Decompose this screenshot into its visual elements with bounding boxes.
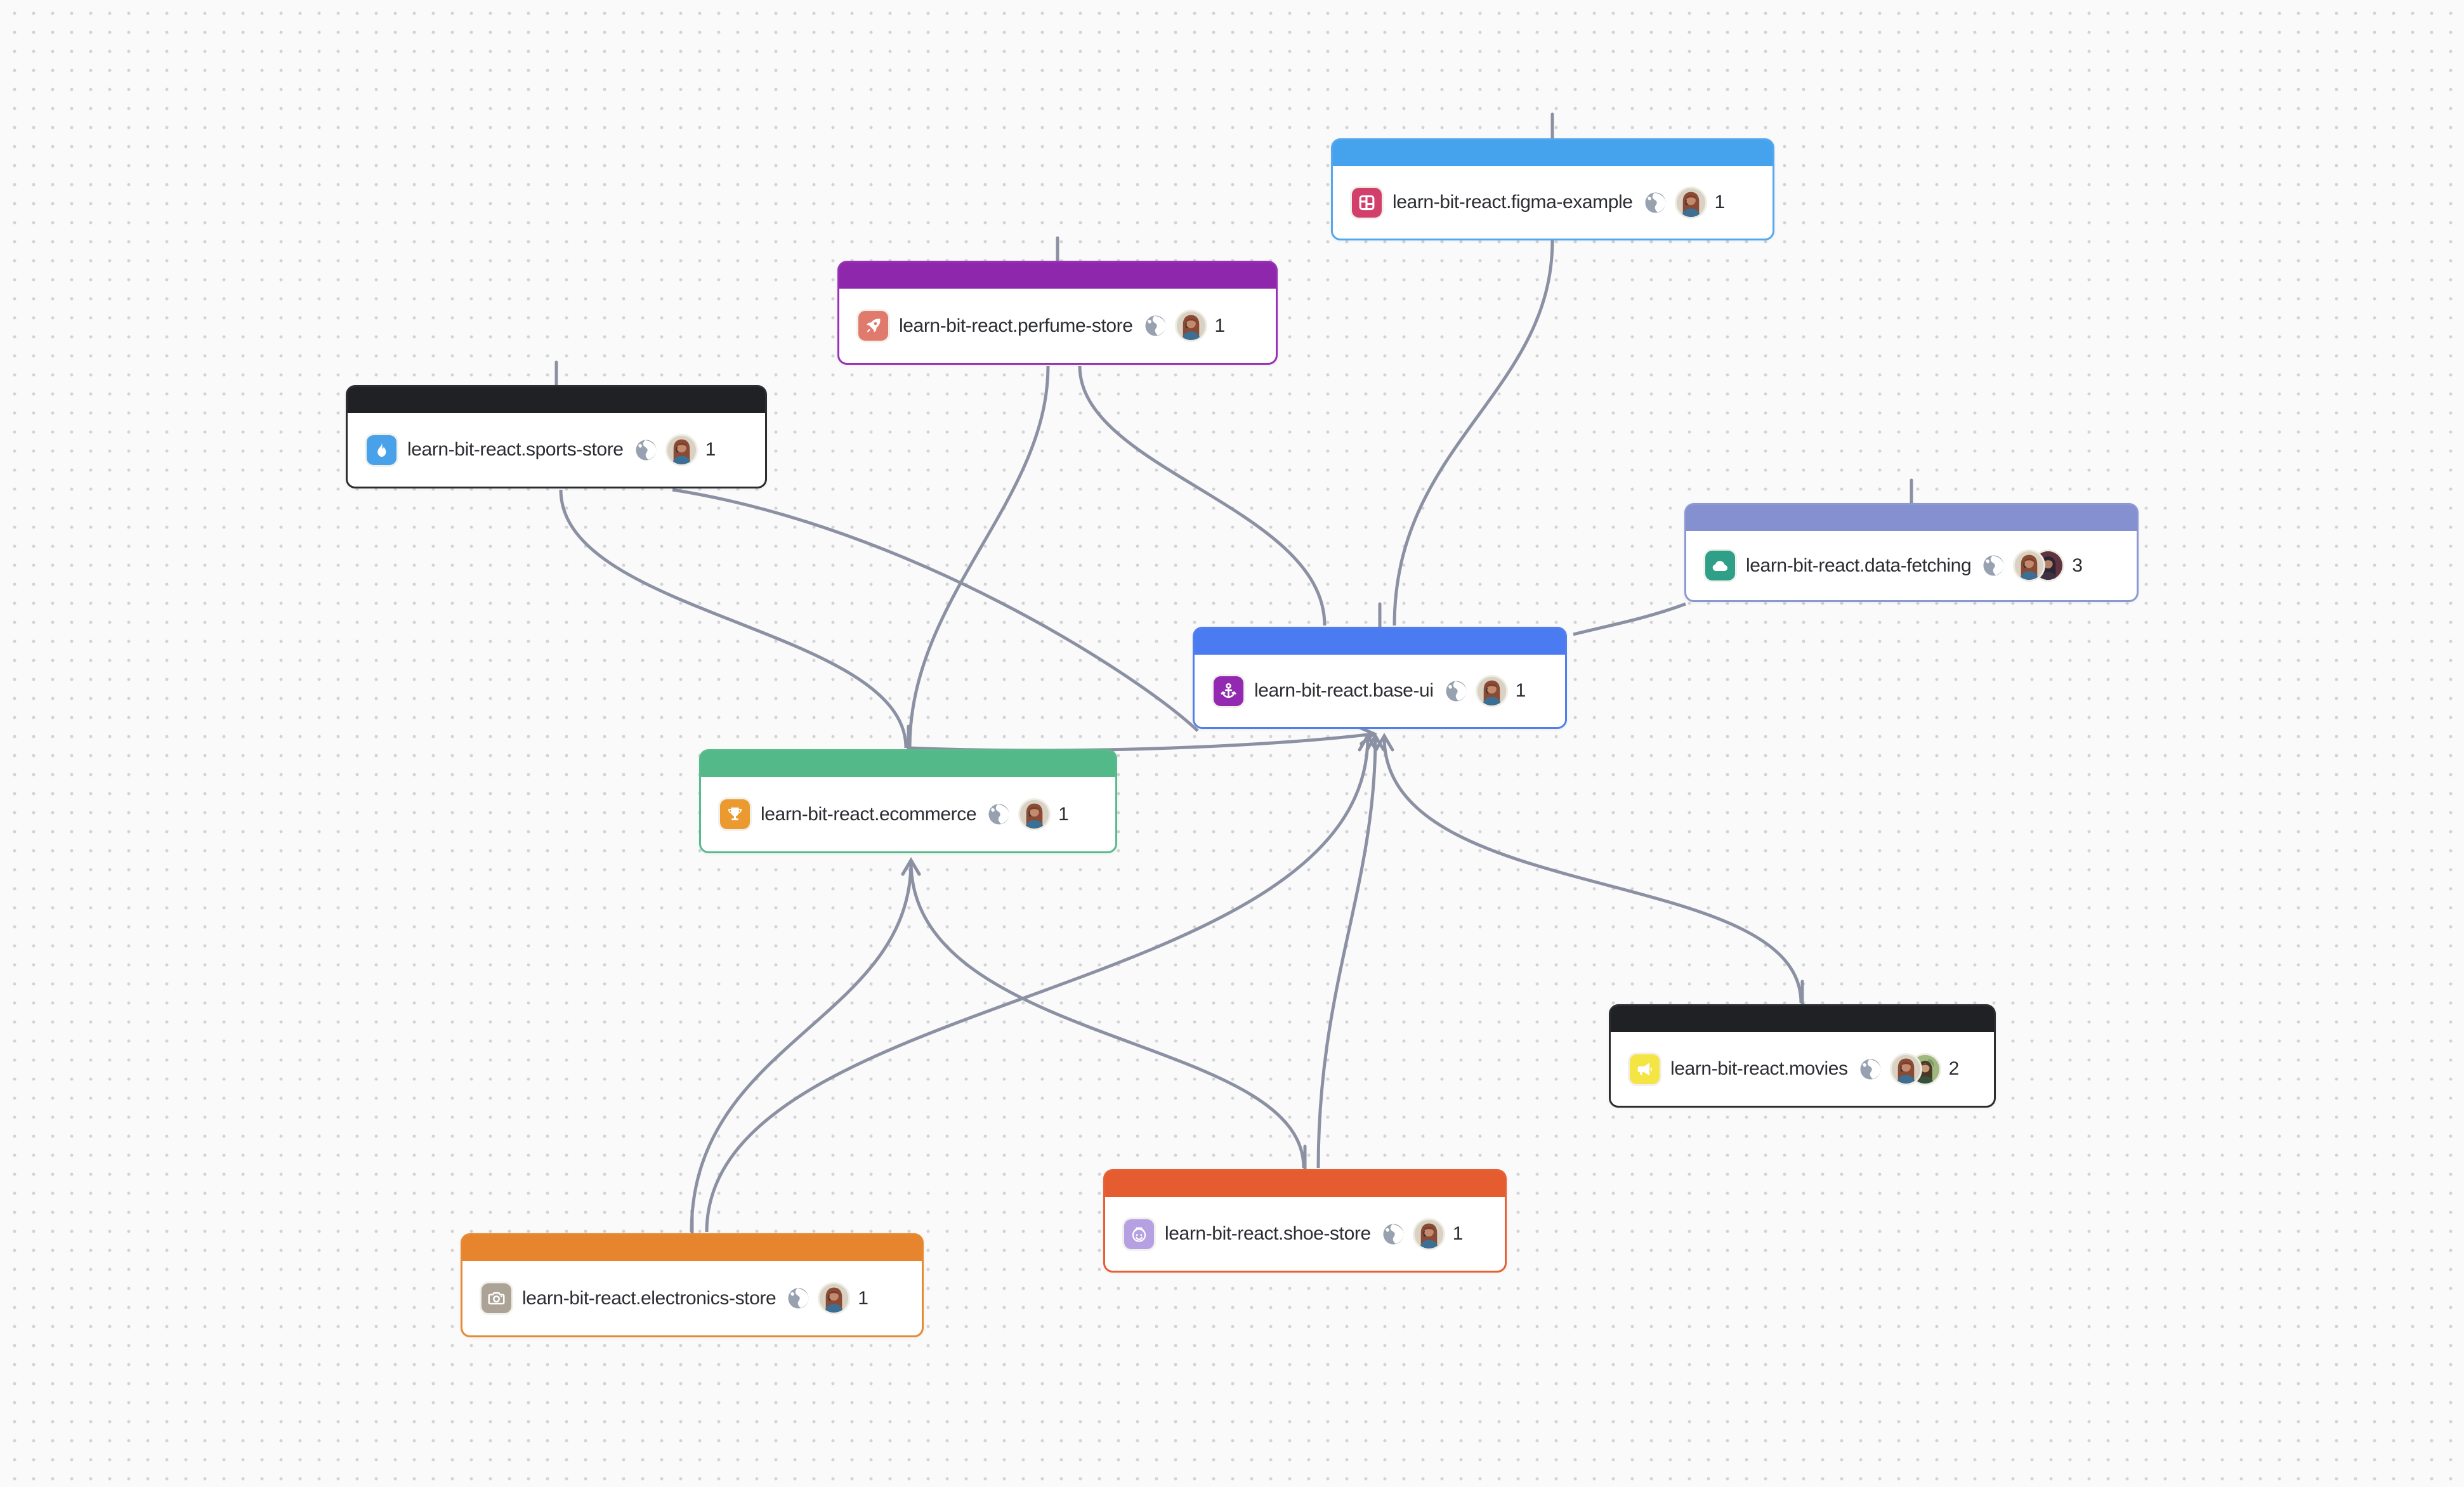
collaborator-count: 2 xyxy=(1948,1058,1960,1079)
node-label: learn-bit-react.movies xyxy=(1670,1058,1848,1079)
collaborator-count: 1 xyxy=(858,1287,868,1309)
rocket-icon xyxy=(858,311,888,341)
avatar xyxy=(1477,676,1506,705)
edge-perfume-store-base-ui xyxy=(1078,365,1327,626)
node-shoe-store[interactable]: learn-bit-react.shoe-store 1 xyxy=(1103,1169,1507,1273)
trophy-icon xyxy=(720,799,750,829)
node-label: learn-bit-react.sports-store xyxy=(407,439,624,460)
avatar xyxy=(2015,551,2044,580)
globe-icon xyxy=(785,1285,811,1311)
avatar-group xyxy=(1176,311,1205,340)
globe-icon xyxy=(1443,678,1469,704)
globe-icon xyxy=(1143,313,1169,339)
avatar xyxy=(820,1284,849,1313)
node-header xyxy=(701,751,1115,777)
node-electronics-store[interactable]: learn-bit-react.electronics-store 1 xyxy=(461,1233,924,1337)
node-label: learn-bit-react.ecommerce xyxy=(761,803,977,825)
camera-icon xyxy=(482,1283,511,1313)
edge-figma-example-base-ui xyxy=(1393,240,1554,626)
globe-icon xyxy=(1858,1056,1884,1082)
node-header xyxy=(1105,1171,1505,1197)
edge-movies-base-ui xyxy=(1374,733,1803,1004)
collaborator-count: 1 xyxy=(1058,803,1069,825)
avatar-group xyxy=(820,1284,849,1313)
node-perfume-store[interactable]: learn-bit-react.perfume-store 1 xyxy=(837,261,1278,365)
node-header xyxy=(462,1235,922,1261)
node-label: learn-bit-react.data-fetching xyxy=(1746,554,1972,576)
node-base-ui[interactable]: learn-bit-react.base-ui 1 xyxy=(1193,627,1567,729)
node-header xyxy=(1611,1006,1994,1032)
node-header xyxy=(1686,505,2137,531)
avatar-group xyxy=(1676,188,1705,217)
collaborator-count: 1 xyxy=(1214,315,1226,336)
megaphone-icon xyxy=(1630,1054,1660,1084)
node-header xyxy=(839,263,1276,289)
avatar xyxy=(1020,800,1049,829)
node-sports-store[interactable]: learn-bit-react.sports-store 1 xyxy=(346,385,767,488)
node-body: learn-bit-react.base-ui 1 xyxy=(1195,655,1565,727)
node-header xyxy=(348,387,765,413)
globe-icon xyxy=(633,437,659,463)
globe-icon xyxy=(986,801,1012,827)
avatar xyxy=(1176,311,1205,340)
globe-icon xyxy=(1642,190,1668,216)
node-data-fetching[interactable]: learn-bit-react.data-fetching 3 xyxy=(1684,503,2139,602)
node-label: learn-bit-react.figma-example xyxy=(1393,192,1633,213)
grid-icon xyxy=(1352,187,1382,218)
node-body: learn-bit-react.figma-example 1 xyxy=(1333,166,1773,239)
globe-icon xyxy=(1981,553,2007,579)
globe-icon xyxy=(1380,1221,1406,1247)
avatar xyxy=(667,435,696,464)
node-label: learn-bit-react.electronics-store xyxy=(522,1287,777,1309)
collaborator-count: 1 xyxy=(705,439,716,460)
edge-data-fetching-base-ui xyxy=(1573,602,1686,636)
node-body: learn-bit-react.sports-store 1 xyxy=(348,413,765,487)
edge-sports-store-ecommerce xyxy=(559,489,908,749)
edge-shoe-store-ecommerce xyxy=(901,857,1306,1169)
avatar-group xyxy=(1414,1219,1443,1248)
node-header xyxy=(1333,140,1773,166)
avatar xyxy=(1414,1219,1443,1248)
node-body: learn-bit-react.ecommerce 1 xyxy=(701,777,1115,851)
node-movies[interactable]: learn-bit-react.movies 2 xyxy=(1609,1004,1996,1108)
avatar xyxy=(1676,188,1705,217)
avatar xyxy=(1891,1054,1920,1084)
avatar-group xyxy=(1020,800,1049,829)
face-icon xyxy=(1124,1219,1154,1249)
edge-perfume-store-ecommerce xyxy=(908,365,1050,749)
node-ecommerce[interactable]: learn-bit-react.ecommerce 1 xyxy=(699,749,1117,853)
edge-electronics-store-ecommerce xyxy=(690,857,921,1233)
node-body: learn-bit-react.shoe-store 1 xyxy=(1105,1197,1505,1271)
node-label: learn-bit-react.shoe-store xyxy=(1165,1223,1371,1244)
anchor-icon xyxy=(1214,676,1243,706)
edge-sports-store-base-ui xyxy=(672,488,1199,732)
flame-icon xyxy=(367,435,396,465)
collaborator-count: 1 xyxy=(1515,680,1526,701)
avatar-group xyxy=(1891,1054,1939,1084)
node-label: learn-bit-react.perfume-store xyxy=(899,315,1133,336)
cloud-icon xyxy=(1705,551,1735,580)
collaborator-count: 3 xyxy=(2072,554,2083,576)
node-body: learn-bit-react.electronics-store 1 xyxy=(462,1261,922,1335)
node-header xyxy=(1195,629,1565,655)
node-body: learn-bit-react.data-fetching 3 xyxy=(1686,531,2137,600)
node-body: learn-bit-react.perfume-store 1 xyxy=(839,289,1276,363)
edge-electronics-store-base-ui xyxy=(705,733,1378,1233)
collaborator-count: 1 xyxy=(1714,192,1726,213)
collaborator-count: 1 xyxy=(1452,1223,1464,1244)
node-label: learn-bit-react.base-ui xyxy=(1254,680,1434,701)
edge-shoe-store-base-ui xyxy=(1316,733,1386,1169)
node-body: learn-bit-react.movies 2 xyxy=(1611,1032,1994,1106)
node-figma-example[interactable]: learn-bit-react.figma-example 1 xyxy=(1331,138,1774,240)
avatar-group xyxy=(2015,551,2063,580)
avatar-group xyxy=(667,435,696,464)
edge-ecommerce-base-ui xyxy=(909,726,1377,752)
avatar-group xyxy=(1477,676,1506,705)
